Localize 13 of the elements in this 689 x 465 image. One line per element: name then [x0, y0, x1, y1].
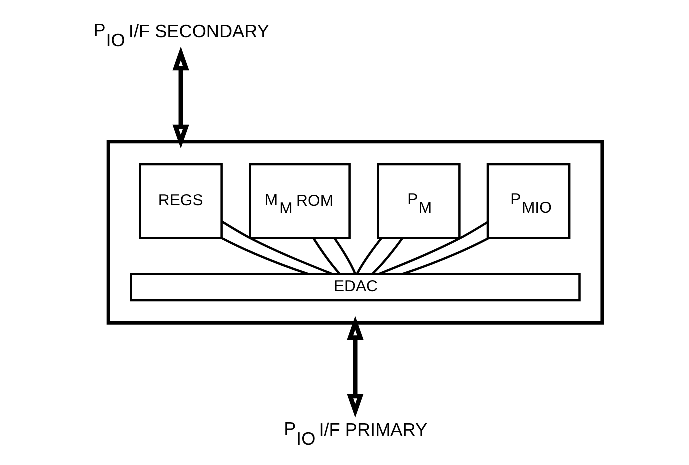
connector: [221, 237, 309, 276]
cluster: [106, 140, 604, 325]
node-box: REGS: [138, 163, 222, 240]
arrow: [172, 46, 189, 149]
connector: [312, 238, 340, 275]
connector: [333, 238, 356, 275]
node-box: EDAC: [130, 273, 580, 302]
connector: [371, 238, 403, 275]
connector: [356, 238, 382, 275]
connector: [221, 220, 333, 276]
arrow: [346, 316, 364, 418]
connector: [401, 237, 489, 276]
connector: [378, 221, 488, 276]
